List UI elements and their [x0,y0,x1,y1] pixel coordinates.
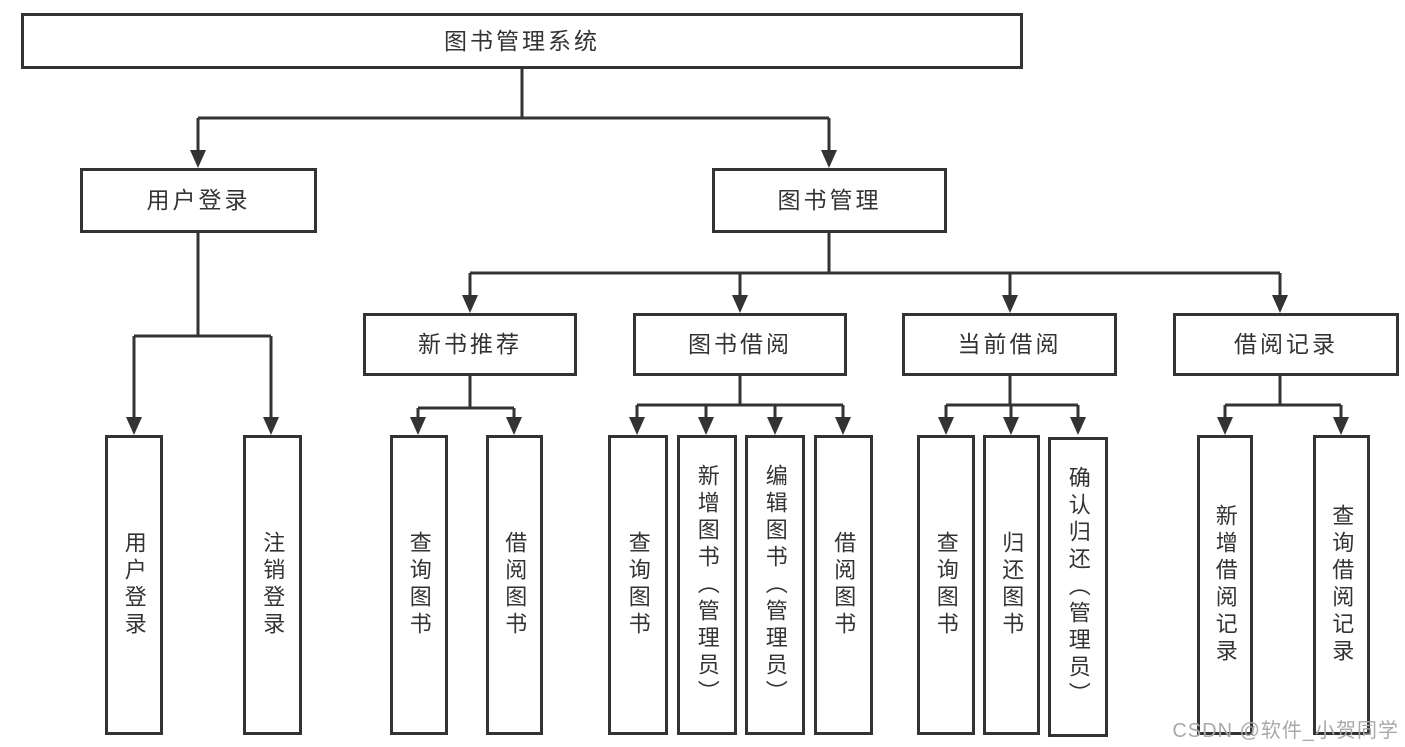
node-user-login-branch: 用户登录 [80,168,317,233]
node-borrow-records: 借阅记录 [1173,313,1399,376]
node-cur-confirm-return-admin: 确认归还（管理员） [1048,437,1108,737]
node-bw-add-books-admin: 新增图书（管理员） [677,435,737,735]
node-nb-query-books: 查询图书 [390,435,448,735]
node-nb-borrow-books: 借阅图书 [486,435,543,735]
arrowheads [126,150,1349,435]
node-cur-query-books: 查询图书 [917,435,975,735]
node-root: 图书管理系统 [21,13,1023,69]
node-new-books: 新书推荐 [363,313,577,376]
node-leaf-logout: 注销登录 [243,435,302,735]
csdn-watermark: CSDN @软件_小贺同学 [1172,720,1399,742]
node-rec-query-record: 查询借阅记录 [1313,435,1370,735]
node-bw-borrow-books: 借阅图书 [814,435,873,735]
node-rec-add-record: 新增借阅记录 [1197,435,1253,735]
node-book-mgmt-branch: 图书管理 [712,168,947,233]
node-current-borrow: 当前借阅 [902,313,1117,376]
node-leaf-user-login: 用户登录 [105,435,163,735]
tree-edges [132,69,1343,420]
node-bw-edit-books-admin: 编辑图书（管理员） [745,435,805,735]
node-book-borrow: 图书借阅 [633,313,847,376]
node-cur-return-books: 归还图书 [983,435,1040,735]
node-bw-query-books: 查询图书 [608,435,668,735]
